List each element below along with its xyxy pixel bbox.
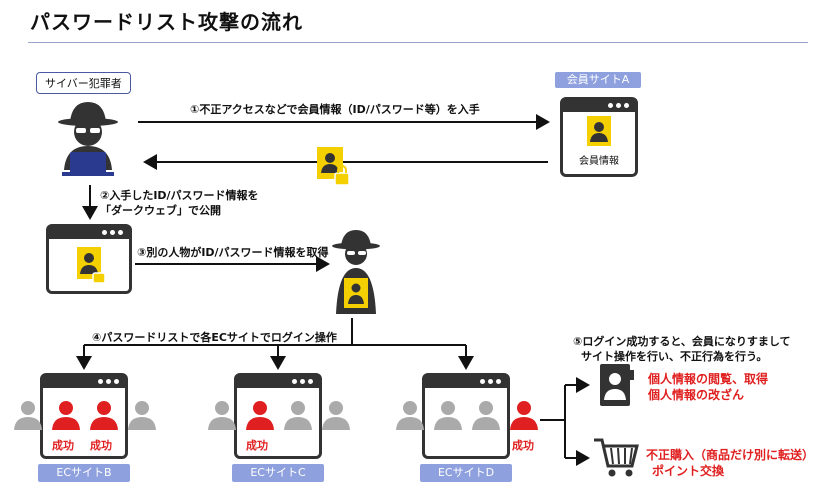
ec-site-b-window [40,373,128,459]
outcome-info-line1: 個人情報の閲覧、取得 [648,372,769,386]
site-a-window: 会員情報 [560,97,638,177]
step3-label: ③別の人物がID/パスワード情報を取得 [137,246,329,259]
ec-site-d-success: 成功 [512,439,534,452]
ec-site-c-label: ECサイトC [232,464,324,482]
shopping-cart-icon [594,438,639,477]
page-title: パスワードリスト攻撃の流れ [30,10,303,34]
second-attacker-icon [332,230,380,314]
ec-site-c-window [234,373,322,459]
step1-label: ①不正アクセスなどで会員情報（ID/パスワード等）を入手 [190,103,480,116]
step2-label-line1: ②入手したID/パスワード情報を [100,189,259,202]
ec-site-d-users [396,401,538,430]
stolen-file-icon [317,147,350,186]
ec-site-d-label: ECサイトD [420,464,512,482]
member-file-icon [587,116,611,146]
outcome-buy-line1: 不正購入（商品だけ別に転送） [646,448,815,462]
site-a-label: 会員サイトA [555,72,641,88]
step5-label-line1: ⑤ログイン成功すると、会員になりすまして [573,335,791,348]
ec-site-c-users [208,401,350,430]
ec-site-c-success: 成功 [246,439,268,452]
ec-site-d-window [422,373,510,459]
personal-info-icon [600,364,634,406]
dark-web-window [46,224,132,294]
ec-site-b-users [14,401,156,430]
step5-label-line2: サイト操作を行い、不正行為を行う。 [581,350,768,363]
ec-site-b-label: ECサイトB [38,464,130,482]
attacker-icon [58,102,118,176]
dark-web-file-icon [77,247,106,284]
step4-label: ④パスワードリストで各ECサイトでログイン操作 [92,331,337,344]
member-info-label: 会員情報 [579,156,619,167]
ec-site-b-success-2: 成功 [90,439,112,452]
step2-label-line2: 「ダークウェブ」で公開 [100,204,221,217]
ec-site-b-success-1: 成功 [52,439,74,452]
outcome-buy-line2: ポイント交換 [652,464,725,478]
outcome-info-line2: 個人情報の改ざん [648,388,745,402]
attacker-label: サイバー犯罪者 [36,72,131,94]
title-divider [28,42,808,43]
